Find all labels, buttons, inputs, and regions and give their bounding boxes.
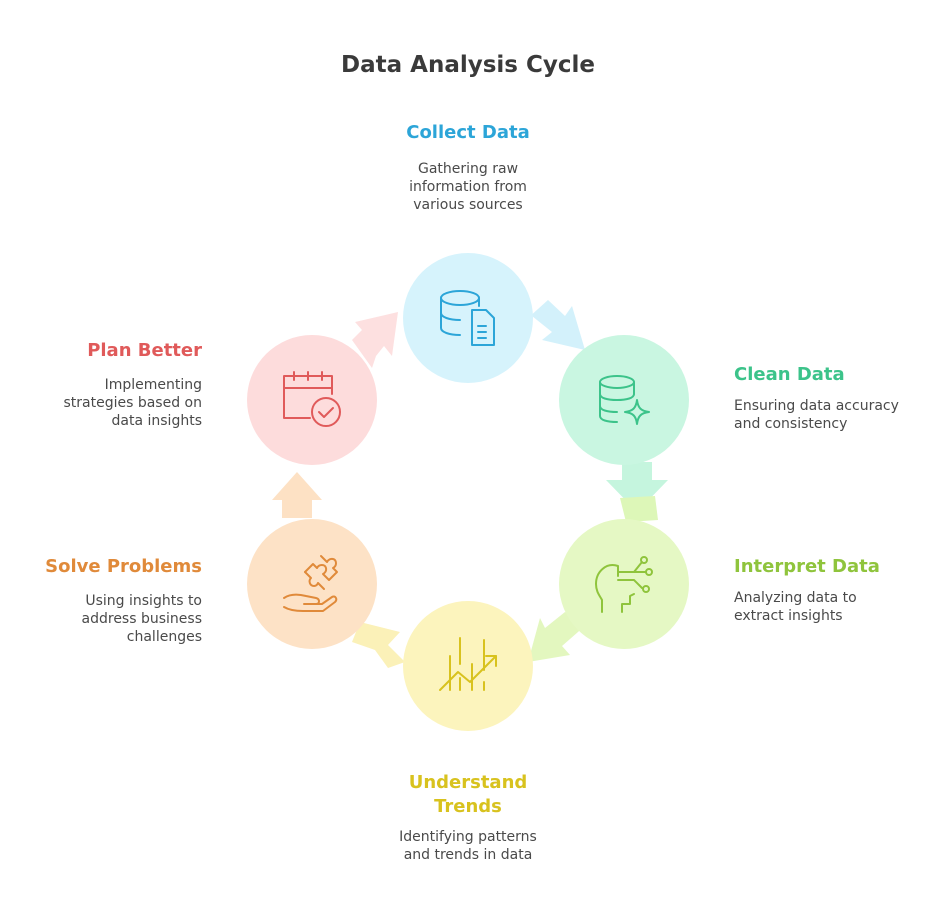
step-desc-solve-line: Using insights to xyxy=(85,593,202,609)
arrow-collect-to-clean xyxy=(528,300,585,350)
arrow-interpret-to-trends xyxy=(528,612,585,662)
step-desc-clean-line: Ensuring data accuracy xyxy=(734,398,899,414)
trend-chart-icon xyxy=(439,637,497,691)
arrow-trends-to-solve xyxy=(352,622,405,668)
step-desc-trends-line: and trends in data xyxy=(403,847,533,863)
diagram-title: Data Analysis Cycle xyxy=(341,52,595,78)
step-desc-clean-line: and consistency xyxy=(734,416,848,432)
arrow-clean-to-interpret-tail xyxy=(620,496,658,522)
calendar-check-icon xyxy=(283,371,341,427)
circle-plan xyxy=(247,335,377,465)
circle-trends xyxy=(403,601,533,731)
step-desc-solve: Using insights to address business chall… xyxy=(2,592,202,646)
step-label-plan: Plan Better xyxy=(10,340,202,361)
step-label-trends: Understand Trends xyxy=(368,771,568,819)
circle-interpret xyxy=(559,519,689,649)
database-document-icon xyxy=(440,290,495,346)
arrow-clean-to-interpret xyxy=(606,462,668,512)
step-desc-collect-line: various sources xyxy=(413,197,523,213)
step-desc-trends: Identifying patterns and trends in data xyxy=(368,828,568,864)
step-desc-interpret: Analyzing data to extract insights xyxy=(734,589,934,625)
step-label-clean: Clean Data xyxy=(734,364,924,385)
database-sparkle-icon xyxy=(599,375,650,425)
arrow-plan-to-collect xyxy=(352,312,398,368)
step-label-plan-text: Plan Better xyxy=(87,340,202,361)
step-label-collect-text: Collect Data xyxy=(406,122,530,143)
step-label-collect: Collect Data xyxy=(368,122,568,143)
head-circuit-icon xyxy=(595,556,653,613)
cycle-arrows xyxy=(272,300,668,668)
circle-solve xyxy=(247,519,377,649)
step-desc-collect: Gathering raw information from various s… xyxy=(368,160,568,214)
puzzle-hand-icon xyxy=(283,555,338,612)
step-desc-collect-line: Gathering raw xyxy=(417,161,519,177)
arrow-solve-to-plan xyxy=(272,472,322,518)
step-label-solve-text: Solve Problems xyxy=(45,556,202,577)
step-desc-collect-line: information from xyxy=(409,179,527,195)
step-label-trends-text: Trends xyxy=(434,796,502,817)
step-desc-interpret-line: Analyzing data to xyxy=(734,590,857,606)
step-desc-solve-line: address business xyxy=(81,611,202,627)
step-desc-interpret-line: extract insights xyxy=(734,608,843,624)
step-label-trends-text: Understand xyxy=(408,772,528,793)
step-desc-clean: Ensuring data accuracy and consistency xyxy=(734,397,934,433)
step-label-solve: Solve Problems xyxy=(10,556,202,577)
step-desc-solve-line: challenges xyxy=(126,629,202,645)
step-desc-plan-line: data insights xyxy=(111,413,202,429)
step-desc-plan-line: Implementing xyxy=(104,377,202,393)
step-desc-trends-line: Identifying patterns xyxy=(399,829,537,845)
step-label-clean-text: Clean Data xyxy=(734,364,845,385)
circle-collect xyxy=(403,253,533,383)
step-desc-plan-line: strategies based on xyxy=(63,395,202,411)
step-desc-plan: Implementing strategies based on data in… xyxy=(2,376,202,430)
step-label-interpret-text: Interpret Data xyxy=(734,556,880,577)
step-label-interpret: Interpret Data xyxy=(734,556,924,577)
